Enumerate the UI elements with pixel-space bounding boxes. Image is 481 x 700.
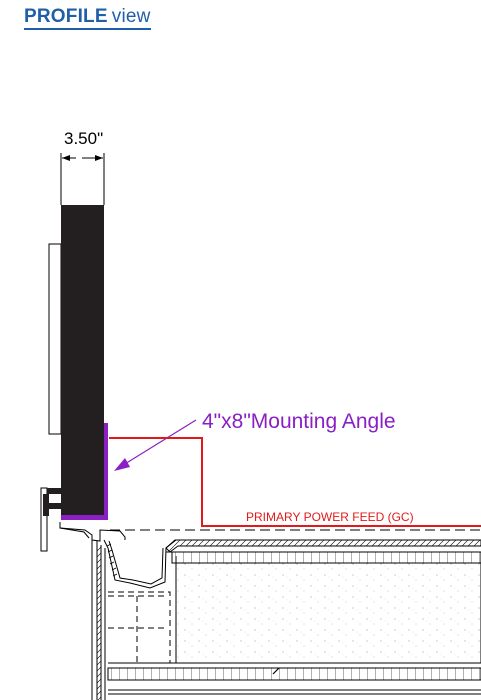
parapet-structure (59, 522, 481, 700)
roof-membrane (165, 539, 481, 553)
deck-slope-mark (272, 667, 280, 675)
insulation-body (175, 562, 481, 664)
angle-horizontal (61, 515, 108, 520)
sign-face-outline (48, 243, 62, 435)
dimension-arrow-left (62, 155, 70, 161)
mounting-angle-label: 4"x8"Mounting Angle (202, 410, 396, 433)
sign-body (61, 205, 104, 516)
dimension-label: 3.50" (64, 129, 103, 148)
power-feed-line (109, 437, 481, 527)
dimension-arrow-right (95, 155, 103, 161)
bracket-block (43, 494, 49, 516)
wall-hatch (97, 545, 101, 700)
mounting-angle (61, 423, 108, 520)
mounting-angle-leader: 4"x8"Mounting Angle (114, 410, 396, 471)
sign-cabinet (48, 205, 104, 516)
power-feed: PRIMARY POWER FEED (GC) (109, 437, 481, 527)
dimension-group: 3.50" (60, 129, 105, 205)
leader-arrowhead (114, 458, 130, 471)
dashed-blocking (108, 591, 171, 663)
flashing-profile-2 (108, 540, 164, 585)
coping-cap-inner (59, 527, 90, 539)
deck-grid (107, 667, 481, 681)
coping-cap (59, 522, 126, 542)
flashing-hatch (106, 543, 118, 577)
bracket-rod-top (47, 488, 61, 494)
bracket-rod-bottom (47, 503, 61, 509)
insulation-top (171, 551, 481, 564)
title-rest: view (111, 6, 151, 27)
leader-line (119, 419, 197, 468)
title-bold: PROFILE (24, 6, 108, 27)
bracket-plate (40, 487, 48, 552)
angle-vertical (104, 423, 108, 519)
power-feed-label: PRIMARY POWER FEED (GC) (246, 510, 414, 524)
wall-bracket (40, 487, 61, 552)
